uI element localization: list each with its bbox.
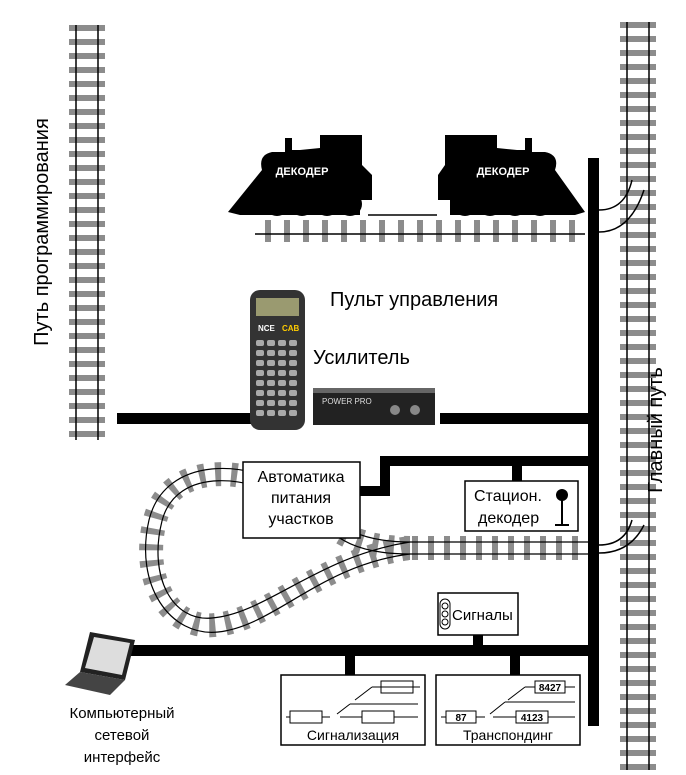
top-track	[255, 220, 585, 242]
bus-to-track-feeders	[598, 179, 645, 554]
transponder-tag: 87	[455, 713, 467, 724]
signals-box: Сигналы	[437, 592, 519, 636]
signalling-box: Сигнализация	[280, 674, 426, 746]
cab-controller: NCE CAB	[250, 290, 305, 430]
computer-interface-label: интерфейс	[84, 749, 161, 766]
stationary-decoder-label: Стацион.	[474, 488, 542, 505]
programming-track	[69, 25, 105, 440]
auto-power-label: Автоматика	[258, 469, 345, 486]
booster: POWER PRO	[313, 388, 435, 425]
programming-track-label: Путь программирования	[31, 118, 53, 346]
cab-brand: NCE	[258, 324, 276, 333]
signalling-label: Сигнализация	[307, 727, 399, 743]
main-track	[620, 22, 656, 770]
stationary-decoder-box: Стацион. декодер	[464, 480, 579, 532]
cab-model: CAB	[282, 324, 300, 333]
stationary-decoder-label: декодер	[478, 510, 539, 527]
auto-power-label: участков	[268, 511, 333, 528]
bus-wiring	[117, 158, 599, 726]
auto-power-label: питания	[271, 490, 331, 507]
locomotive-2: ДЕКОДЕР	[438, 135, 585, 216]
transponding-label: Транспондинг	[463, 727, 553, 743]
main-track-label: Главный путь	[645, 367, 667, 493]
decoder-label: ДЕКОДЕР	[477, 166, 530, 178]
booster-label: Усилитель	[313, 347, 410, 369]
transponder-tag: 4123	[521, 713, 544, 724]
transponding-box: 8427 87 4123 Транспондинг	[435, 674, 581, 746]
auto-power-box: Автоматика питания участков	[242, 461, 361, 539]
transponder-tag: 8427	[539, 683, 562, 694]
booster-brand: POWER PRO	[322, 397, 372, 406]
computer-interface-label: сетевой	[95, 727, 150, 744]
signal-icon	[556, 489, 568, 501]
signals-label: Сигналы	[452, 607, 513, 624]
decoder-label: ДЕКОДЕР	[276, 166, 329, 178]
controller-label: Пульт управления	[330, 289, 498, 311]
laptop-icon	[65, 632, 135, 695]
computer-interface-label: Компьютерный	[69, 705, 174, 722]
locomotive-1: ДЕКОДЕР	[228, 135, 372, 216]
